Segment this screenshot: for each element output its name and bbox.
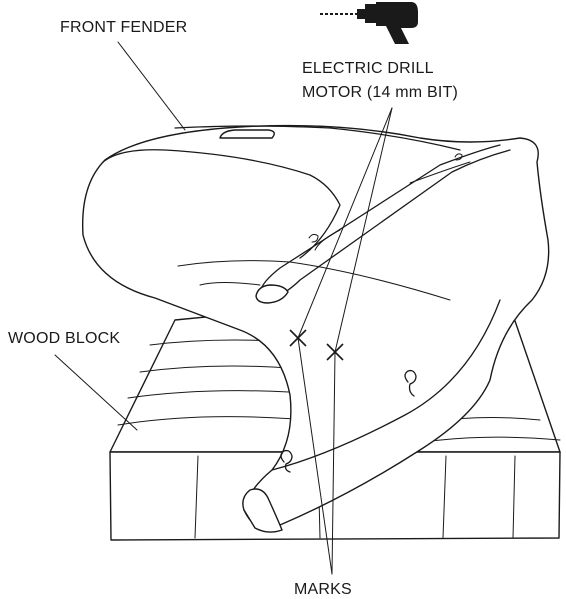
leader-lines <box>54 41 393 575</box>
wood-block-leader <box>54 354 138 431</box>
marks-leader-1 <box>297 337 333 575</box>
wood-block-label: WOOD BLOCK <box>8 330 120 347</box>
electric-drill-icon <box>320 2 418 44</box>
front-fender-leader <box>117 41 186 131</box>
drill-mark-1 <box>289 329 307 347</box>
marks-label: MARKS <box>294 581 352 598</box>
front-fender-label: FRONT FENDER <box>60 19 187 36</box>
drill-leader-1 <box>297 107 393 339</box>
drill-label-line1: ELECTRIC DRILL <box>302 60 434 77</box>
drill-mark-2 <box>326 343 344 361</box>
front-fender <box>81 124 550 533</box>
marks-leader-2 <box>331 351 336 575</box>
drill-leader-2 <box>334 107 393 353</box>
drill-label-line2: MOTOR (14 mm BIT) <box>302 84 458 101</box>
